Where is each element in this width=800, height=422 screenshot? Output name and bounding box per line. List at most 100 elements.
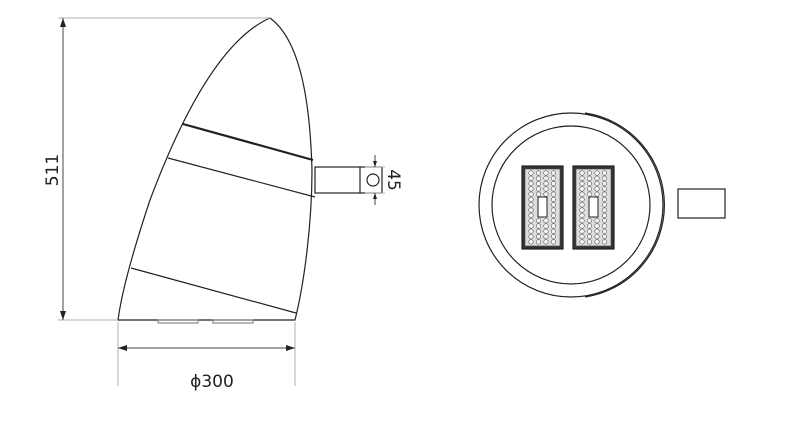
luminaire-body-outline <box>117 17 313 321</box>
led-chip <box>586 223 593 229</box>
lens-foot-right <box>212 319 254 324</box>
led-chip <box>586 191 593 197</box>
led-chip <box>601 186 608 192</box>
led-chip <box>543 175 549 181</box>
led-chip <box>535 181 542 187</box>
led-chip <box>535 223 542 229</box>
led-chip <box>528 170 534 176</box>
led-chip <box>535 239 542 245</box>
led-chip <box>579 218 585 224</box>
led-chip <box>528 181 534 187</box>
led-modules <box>521 165 615 250</box>
led-chip <box>601 218 608 224</box>
led-chip <box>601 207 608 213</box>
led-chip <box>579 186 585 192</box>
led-chip <box>601 228 608 234</box>
led-chip <box>601 181 608 187</box>
led-chip <box>601 202 608 208</box>
led-chip <box>535 191 542 197</box>
led-chip <box>528 175 534 181</box>
led-chip <box>594 239 600 245</box>
led-chip <box>550 170 557 176</box>
led-chip <box>601 239 608 245</box>
height-dimension-label: 511 <box>43 154 63 186</box>
led-chip <box>528 186 534 192</box>
dimension-lines <box>58 17 385 386</box>
led-chip <box>601 191 608 197</box>
led-chip <box>528 212 534 218</box>
band-line-top <box>182 122 314 162</box>
led-chip <box>550 196 557 203</box>
dimension-arrows <box>60 18 377 351</box>
led-chip <box>601 234 608 240</box>
led-chip <box>579 207 585 213</box>
diameter-dimension-label: ϕ300 <box>190 372 234 392</box>
led-chip <box>550 212 557 218</box>
bottom-view <box>478 112 726 298</box>
led-chip <box>594 170 600 176</box>
led-chip <box>528 202 534 208</box>
led-chip <box>579 196 585 203</box>
led-chip <box>579 239 585 245</box>
led-chip <box>550 218 557 224</box>
led-chip <box>528 196 534 203</box>
led-chip <box>535 218 542 224</box>
led-chip <box>543 239 549 245</box>
led-chip <box>543 181 549 187</box>
led-chip <box>528 239 534 245</box>
led-chip <box>550 239 557 245</box>
side-view <box>117 17 383 324</box>
led-chip <box>579 191 585 197</box>
led-chip <box>528 207 534 213</box>
arm-hole <box>366 173 380 187</box>
led-chip <box>579 175 585 181</box>
led-chip <box>543 228 549 234</box>
led-chip <box>586 186 593 192</box>
led-chip <box>579 223 585 229</box>
led-chip <box>528 218 534 224</box>
led-chip <box>535 234 542 240</box>
led-chip <box>550 186 557 192</box>
inner-lens-circle <box>491 125 651 285</box>
led-chip <box>543 170 549 176</box>
band-line-bottom <box>130 267 297 314</box>
led-chip <box>550 181 557 187</box>
led-chip <box>586 175 593 181</box>
led-chip <box>594 175 600 181</box>
led-chip <box>543 186 549 192</box>
led-chip <box>543 223 549 229</box>
bottom-view-arm <box>677 188 726 219</box>
led-chip <box>594 186 600 192</box>
led-chip <box>586 234 593 240</box>
led-chip <box>586 239 593 245</box>
led-chip <box>594 218 600 224</box>
led-chip <box>528 223 534 229</box>
led-chip <box>579 181 585 187</box>
led-chip <box>601 175 608 181</box>
led-chip <box>550 234 557 240</box>
led-chip <box>594 234 600 240</box>
led-chip <box>535 186 542 192</box>
led-chip <box>601 170 608 176</box>
led-chip <box>550 191 557 197</box>
led-chip <box>528 191 534 197</box>
led-module-connector <box>537 196 548 218</box>
led-chip <box>535 175 542 181</box>
mounting-arm <box>314 166 383 194</box>
led-chip <box>601 196 608 203</box>
led-chip <box>601 212 608 218</box>
led-chip <box>543 218 549 224</box>
led-chip <box>586 181 593 187</box>
led-chip <box>586 218 593 224</box>
led-chip <box>528 228 534 234</box>
led-chip <box>550 175 557 181</box>
led-chip <box>594 181 600 187</box>
led-chip <box>586 170 593 176</box>
led-chip <box>579 202 585 208</box>
led-chip <box>550 207 557 213</box>
led-chip <box>550 223 557 229</box>
led-chip <box>535 170 542 176</box>
led-chip <box>550 228 557 234</box>
rear-housing-outline <box>584 112 665 298</box>
